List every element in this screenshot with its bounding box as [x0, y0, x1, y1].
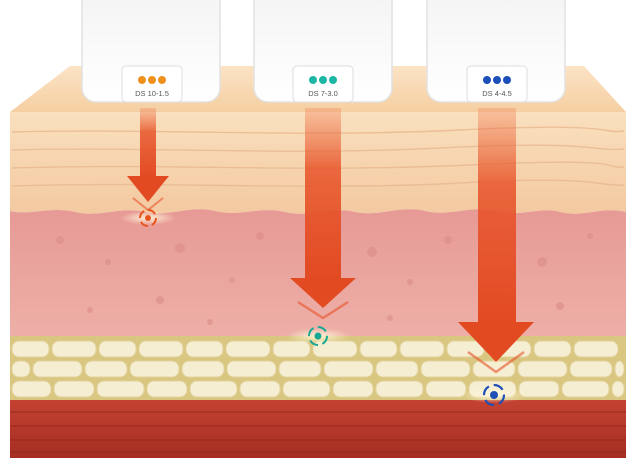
fat-cell	[517, 360, 568, 378]
cartridge-2-indicator-dots	[309, 76, 337, 84]
indicator-dot	[158, 76, 166, 84]
fat-cell	[189, 380, 238, 398]
muscle-layer	[10, 400, 626, 458]
focal-ring	[139, 209, 157, 227]
fat-cell	[533, 340, 572, 358]
fat-cell	[573, 340, 619, 358]
focal-ring	[482, 383, 506, 407]
fat-cell	[98, 340, 137, 358]
indicator-dot	[483, 76, 491, 84]
cartridge-1: DS 10-1.5	[81, 0, 221, 103]
fat-cell	[569, 360, 613, 378]
fat-cell	[375, 360, 419, 378]
cartridge-2: DS 7-3.0	[253, 0, 393, 103]
fat-cell	[425, 380, 467, 398]
fat-cell	[420, 360, 471, 378]
energy-arrow-1	[127, 108, 169, 212]
focal-dot	[145, 215, 151, 221]
fat-cell	[278, 360, 322, 378]
fat-cell	[272, 340, 311, 358]
fat-cell	[332, 380, 374, 398]
fat-cell	[146, 380, 188, 398]
cartridge-3-label: DS 4-4.5	[482, 89, 512, 98]
energy-arrow-3	[458, 108, 534, 374]
fat-cell	[129, 360, 180, 378]
fat-cell	[185, 340, 224, 358]
indicator-dot	[319, 76, 327, 84]
fat-cell	[32, 360, 83, 378]
fat-cell	[518, 380, 560, 398]
muscle-fibers	[10, 411, 626, 453]
focal-point-1	[120, 209, 176, 227]
fat-cell	[138, 340, 184, 358]
focal-dot	[490, 391, 498, 399]
cartridge-3-indicator-dots	[483, 76, 511, 84]
fat-cell	[53, 380, 95, 398]
indicator-dot	[309, 76, 317, 84]
fat-cell	[561, 380, 610, 398]
focal-ring	[308, 326, 328, 346]
focal-point-3	[460, 383, 528, 407]
indicator-dot	[329, 76, 337, 84]
cartridge-1-label: DS 10-1.5	[135, 89, 169, 98]
fat-cell	[51, 340, 97, 358]
cartridge-1-indicator-dots	[138, 76, 166, 84]
fat-cell	[226, 360, 277, 378]
indicator-dot	[138, 76, 146, 84]
fat-cell	[84, 360, 128, 378]
indicator-dot	[148, 76, 156, 84]
dermis-spots	[56, 232, 593, 325]
fat-cell	[399, 340, 445, 358]
fat-cell	[359, 340, 398, 358]
cartridge-3: DS 4-4.5	[426, 0, 566, 103]
fat-cell	[11, 380, 52, 398]
fat-cell	[375, 380, 424, 398]
fat-cell	[96, 380, 145, 398]
indicator-dot	[493, 76, 501, 84]
focal-point-2	[286, 326, 350, 346]
focal-dot	[314, 332, 322, 340]
fat-cell	[239, 380, 281, 398]
fat-cell	[225, 340, 271, 358]
indicator-dot	[503, 76, 511, 84]
fat-cell	[611, 380, 625, 398]
fat-cell	[323, 360, 374, 378]
fat-cell	[181, 360, 225, 378]
fat-cell	[614, 360, 625, 378]
epidermis-fibers	[11, 126, 625, 187]
fat-cell	[11, 360, 31, 378]
fat-cells	[11, 340, 625, 398]
fat-cell	[11, 340, 50, 358]
energy-arrow-2	[290, 108, 356, 320]
cartridge-2-label: DS 7-3.0	[308, 89, 338, 98]
fat-cell	[282, 380, 331, 398]
